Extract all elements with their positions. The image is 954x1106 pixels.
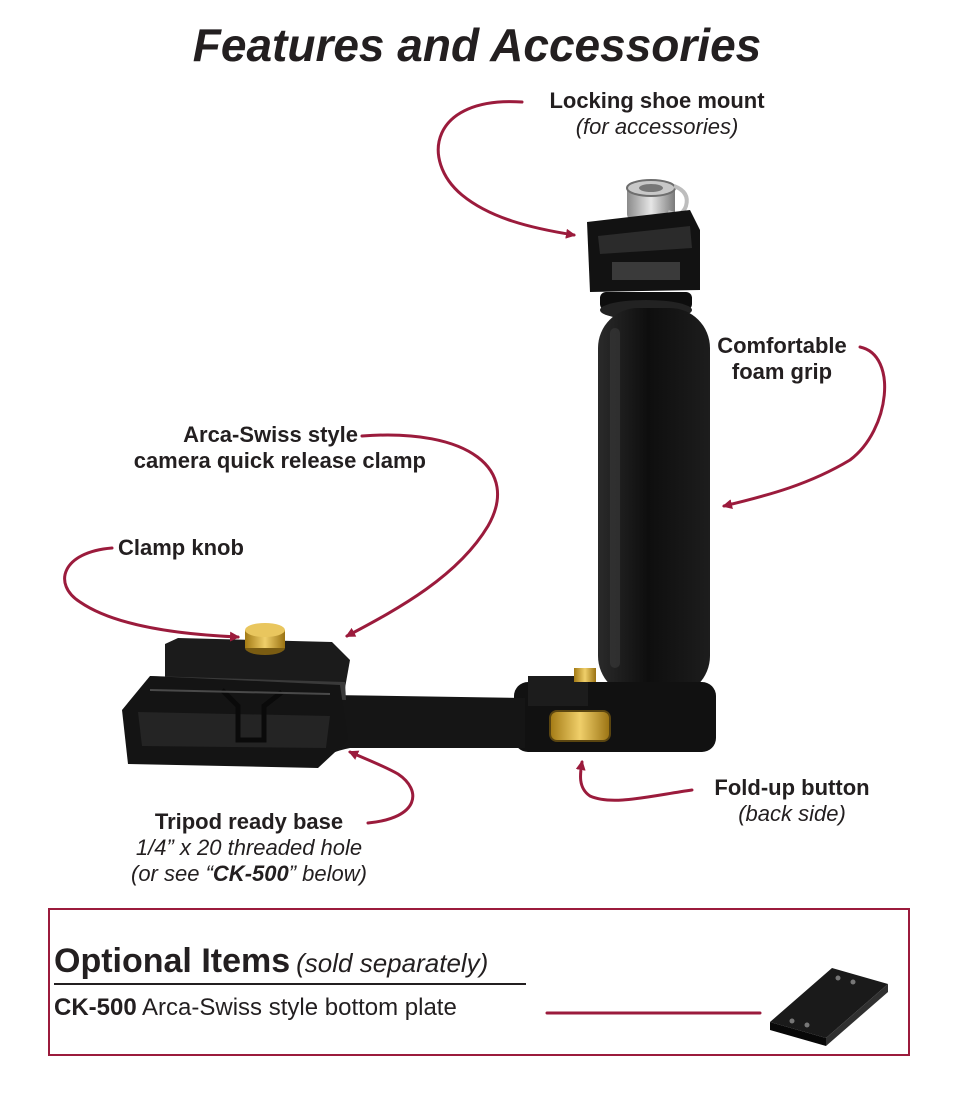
callout-clamp: Arca-Swiss style camera quick release cl… xyxy=(60,422,426,474)
callout-clamp-line1: Arca-Swiss style xyxy=(183,422,358,447)
optional-items-box: Optional Items(sold separately) CK-500 A… xyxy=(48,908,910,1056)
ck-500-plate xyxy=(770,968,888,1046)
foam-grip xyxy=(598,308,710,696)
optional-item-ck500: CK-500 Arca-Swiss style bottom plate xyxy=(54,994,457,1022)
optional-items-heading: Optional Items(sold separately) xyxy=(54,942,488,981)
callout-fold-up-button: Fold-up button (back side) xyxy=(694,775,890,827)
callout-shoe-mount-sub: (for accessories) xyxy=(575,114,739,139)
callout-shoe-mount: Locking shoe mount (for accessories) xyxy=(522,88,792,140)
tripod-sub2-code: CK-500 xyxy=(212,861,289,886)
callout-fold-up-sub: (back side) xyxy=(738,801,846,826)
callout-foam-grip-line2: foam grip xyxy=(731,359,833,384)
ck-500-desc: Arca-Swiss style bottom plate xyxy=(136,994,457,1021)
callout-tripod-sub2: (or see “CK-500” below) xyxy=(102,861,396,887)
page-title: Features and Accessories xyxy=(192,19,762,71)
callout-foam-grip-line1: Comfortable xyxy=(717,333,847,358)
optional-items-note: (sold separately) xyxy=(296,948,489,978)
callout-tripod-sub1: 1/4” x 20 threaded hole xyxy=(135,835,363,860)
clamp-knob xyxy=(245,623,285,655)
fold-up-button xyxy=(549,710,611,742)
bracket-base xyxy=(122,638,716,768)
callout-shoe-mount-title: Locking shoe mount xyxy=(549,88,765,113)
callout-tripod-base: Tripod ready base 1/4” x 20 threaded hol… xyxy=(102,809,396,887)
shoe-mount xyxy=(587,179,700,320)
callout-fold-up-title: Fold-up button xyxy=(714,775,870,800)
callout-clamp-line2: camera quick release clamp xyxy=(133,448,426,473)
callout-clamp-knob: Clamp knob xyxy=(118,535,244,560)
tripod-sub2-post: ” below) xyxy=(288,861,367,886)
callout-tripod-title: Tripod ready base xyxy=(154,809,344,834)
tripod-sub2-pre: (or see “ xyxy=(131,861,213,886)
callout-arrows xyxy=(63,100,887,1015)
ck-500-code: CK-500 xyxy=(54,994,137,1021)
heading-underline xyxy=(54,983,526,985)
optional-items-title: Optional Items xyxy=(54,942,291,980)
callout-foam-grip: Comfortable foam grip xyxy=(700,333,864,385)
